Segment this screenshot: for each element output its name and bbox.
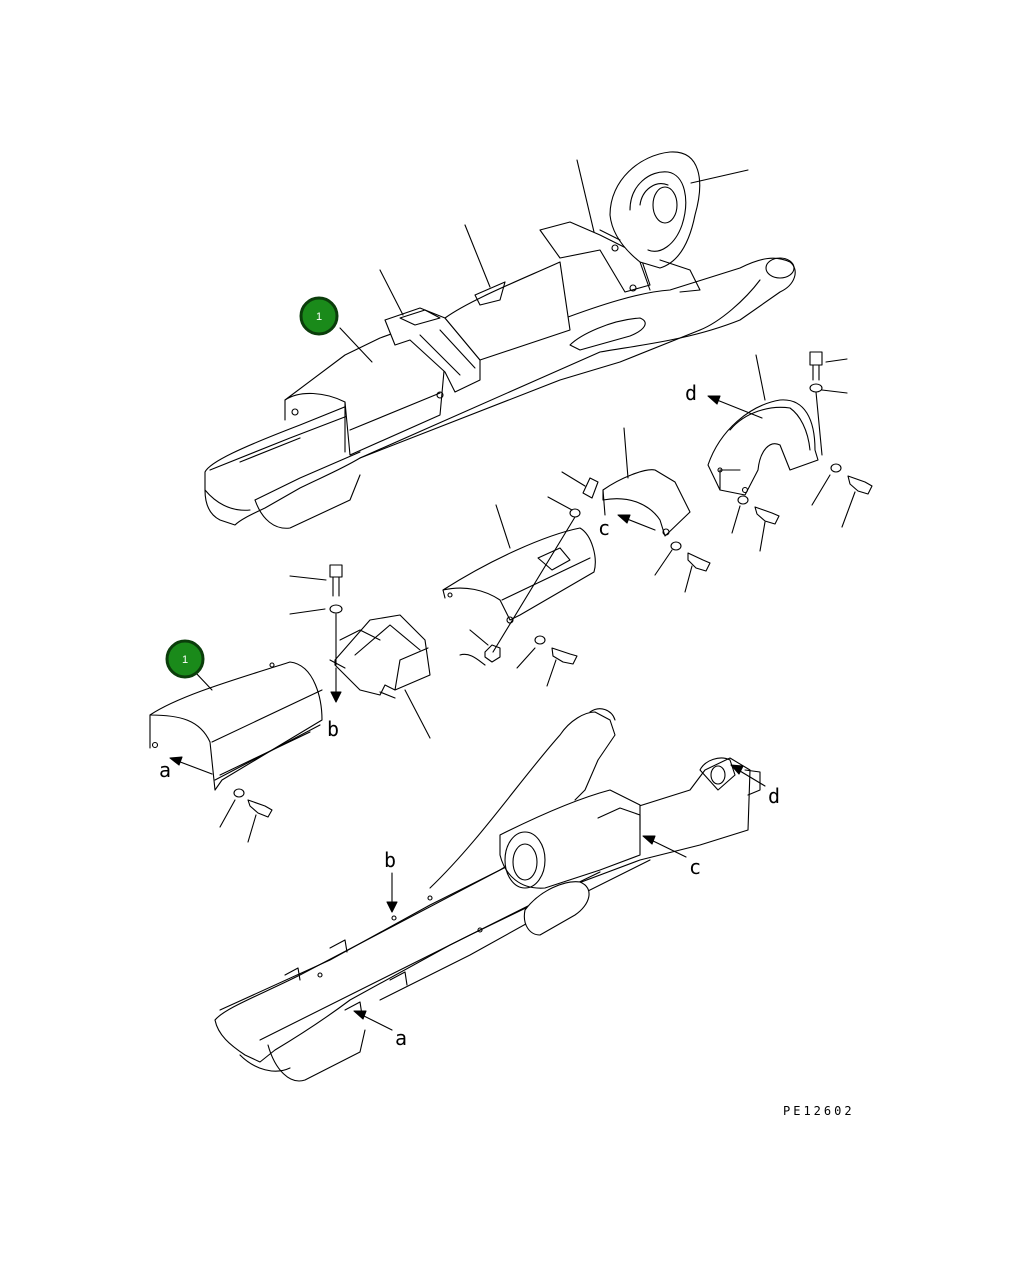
- rear-cover-part: [602, 427, 711, 593]
- callout-number-top: 1: [316, 311, 322, 323]
- reference-letters: d c b a d c b a: [159, 381, 780, 1050]
- callout-number-lower: 1: [182, 654, 188, 666]
- callout-item-1-lower: 1: [165, 639, 205, 679]
- sprocket-guard-part: [707, 351, 873, 552]
- ref-letter-b-upper: b: [327, 717, 339, 741]
- ref-letter-a-upper: a: [159, 758, 171, 782]
- mid-cover-part: [442, 471, 599, 687]
- ref-letter-a-lower: a: [395, 1026, 407, 1050]
- top-track-frame-assembly: [204, 151, 796, 529]
- drawing-code: PE12602: [783, 1104, 855, 1118]
- callout-item-1-top: 1: [299, 296, 339, 336]
- ref-letter-c-upper: c: [598, 516, 610, 540]
- ref-letter-b-lower: b: [384, 848, 396, 872]
- front-cover-part: [149, 661, 323, 843]
- center-bracket-part: [289, 564, 431, 739]
- ref-letter-d-upper: d: [685, 381, 697, 405]
- ref-letter-d-lower: d: [768, 784, 780, 808]
- bottom-track-frame: [214, 708, 761, 1082]
- reference-arrows: [169, 395, 766, 1031]
- ref-letter-c-lower: c: [689, 855, 701, 879]
